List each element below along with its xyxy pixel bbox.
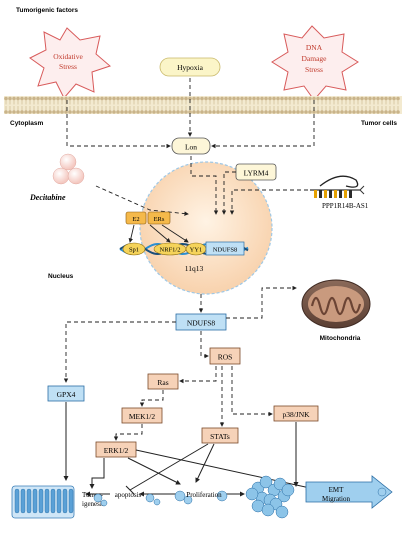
cell-membrane (4, 96, 402, 114)
e2-label: E2 (132, 216, 139, 223)
stress-arrows (66, 78, 315, 149)
dna-label-1: DNA (306, 43, 323, 52)
mitochondria-label: Mitochondria (320, 335, 361, 342)
ppp1r14b-as1-rna (310, 175, 365, 198)
hypoxia-node: Hypoxia (159, 57, 221, 77)
dna-label-3: Stress (305, 65, 323, 74)
nucleus-label: Nucleus (48, 273, 74, 280)
tumor-tissue-image (11, 485, 75, 519)
ndufs8-gene-node: NDUFS8 (205, 241, 245, 256)
ros-label: ROS (218, 353, 233, 362)
dna-damage-node: DNA Damage Stress (271, 25, 359, 101)
ras-label: Ras (157, 378, 168, 387)
proliferation-cells-image (174, 490, 228, 505)
ndufs8-protein-label: NDUFS8 (187, 319, 216, 328)
ros-node: ROS (209, 347, 241, 365)
ers-label: ERs (154, 216, 165, 223)
stats-label: STATs (210, 432, 230, 441)
lon-node: Lon (171, 137, 211, 155)
e2-node: E2 (125, 211, 147, 225)
decitabine-molecules (52, 153, 85, 185)
sp1-label: Sp1 (129, 247, 139, 254)
oxidative-stress-node: Oxidative Stress (29, 27, 111, 99)
apoptosis-cells-image (93, 493, 161, 507)
dna-label-2: Damage (302, 54, 328, 63)
p38-jnk-label: p38/JNK (282, 410, 310, 419)
ndufs8-gene-label: NDUFS8 (213, 247, 238, 254)
decitabine-label: Decitabine (29, 193, 66, 202)
ras-node: Ras (147, 373, 179, 390)
lyrm4-node: LYRM4 (235, 163, 277, 181)
yy1-label: YY1 (190, 247, 203, 254)
lon-label: Lon (185, 143, 197, 152)
erk-label: ERK1/2 (104, 446, 129, 455)
oxidative-label-1: Oxidative (53, 52, 83, 61)
nrf1-2-node: NRF1/2 (153, 242, 187, 256)
tumor-cells-label: Tumor cells (361, 120, 397, 127)
stats-node: STATs (201, 427, 239, 444)
erk-node: ERK1/2 (95, 441, 137, 458)
sp1-node: Sp1 (122, 242, 146, 256)
ers-node: ERs (147, 211, 171, 225)
tumor-cluster-image (245, 475, 295, 519)
nuclear-input-arrows (95, 156, 308, 216)
ndufs8-protein-node: NDUFS8 (175, 313, 227, 331)
apoptosis-label: apoptosis (115, 491, 142, 499)
lyrm4-label: LYRM4 (244, 169, 269, 178)
gpx4-label: GPX4 (57, 390, 76, 399)
mek-label: MEK1/2 (129, 412, 156, 421)
locus-label: 11q13 (185, 264, 204, 273)
proliferation-label: Proliferation (186, 491, 222, 499)
stats-inhibit-apoptosis (125, 443, 209, 495)
tumorigenesis-label-1: Tumor- (82, 491, 104, 499)
hypoxia-label: Hypoxia (177, 63, 204, 72)
yy1-node: YY1 (185, 242, 207, 256)
tumorigenic-factors-title: Tumorigenic factors (16, 7, 78, 14)
er-arrows (128, 224, 189, 243)
ndufs8-arrows (63, 285, 297, 383)
gpx4-node: GPX4 (47, 385, 85, 402)
tumorigenesis-label-2: igenesis (82, 500, 105, 508)
nrf1-2-label: NRF1/2 (160, 247, 181, 254)
ros-downstream-arrows (113, 366, 273, 441)
ppp1r14b-label: PPP1R14B-AS1 (322, 202, 369, 210)
cytoplasm-label: Cytoplasm (10, 120, 43, 127)
emt-migration-arrow: EMT Migration (305, 475, 393, 509)
nucleus (139, 161, 273, 295)
migration-label: Migration (322, 495, 350, 503)
emt-label: EMT (329, 486, 345, 494)
oxidative-label-2: Stress (59, 62, 77, 71)
p38-jnk-node: p38/JNK (273, 405, 319, 422)
mitochondria-image (301, 279, 371, 329)
mek-node: MEK1/2 (121, 407, 163, 424)
